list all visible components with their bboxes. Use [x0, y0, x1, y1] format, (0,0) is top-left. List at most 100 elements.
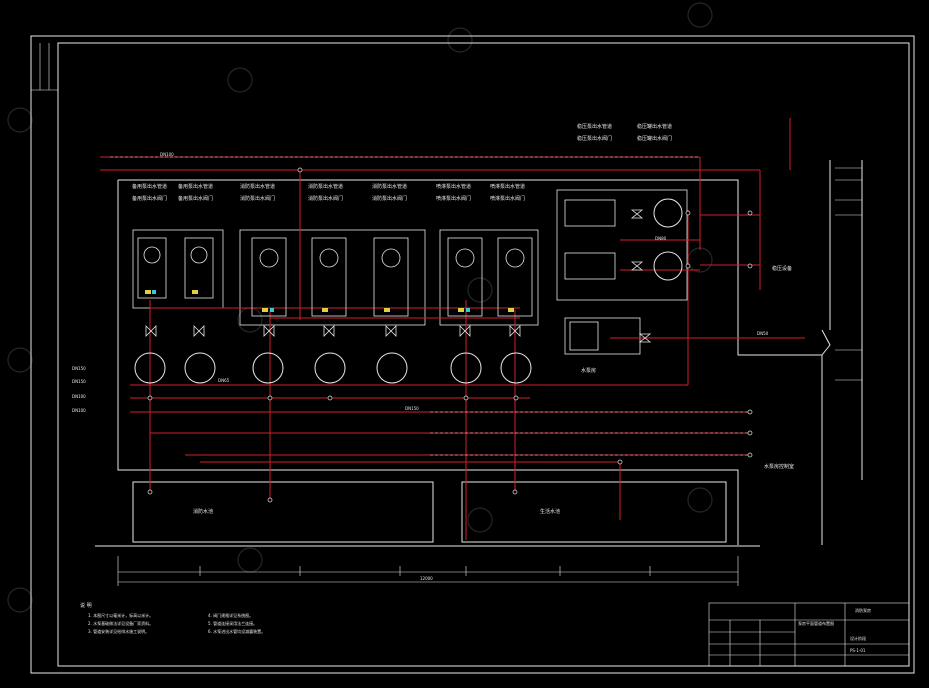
equipment-label: 稳压设备 — [772, 265, 792, 272]
pressure-tank — [653, 251, 683, 281]
note-line: 5. 管道连接采用法兰连接。 — [208, 620, 257, 626]
note-line: 6. 水泵进出水管均设减震装置。 — [208, 628, 265, 634]
drawing-name: 泵房平面管道布置图 — [798, 620, 834, 626]
room-outline — [95, 160, 863, 547]
dimension-line — [117, 556, 739, 586]
gate-valve-icon — [630, 209, 644, 219]
room-label: 水泵房 — [581, 367, 596, 374]
pump-circle — [500, 352, 532, 384]
drawing-number: PS-1-01 — [850, 648, 866, 653]
pump-circle — [252, 352, 284, 384]
sheet-label: 设计阶段 — [850, 635, 866, 641]
group-label: 喷淋泵出水阀门 — [490, 195, 525, 202]
group-label: 备用泵出水管道 — [178, 183, 213, 190]
nipic-logo-icon — [467, 507, 493, 533]
gate-valve-icon — [630, 261, 644, 271]
pump-housings — [132, 189, 688, 355]
pump-circle — [376, 352, 408, 384]
note-line: 4. 阀门规格详见系统图。 — [208, 612, 253, 618]
group-label: 消防泵出水管道 — [372, 183, 407, 190]
pipe-tag: DN80 — [655, 236, 667, 241]
pump-circle — [184, 352, 216, 384]
pump-circle — [134, 352, 166, 384]
right-side-grid — [835, 167, 862, 381]
labels: 备用泵出水管道 备用泵出水阀门 备用泵出水管道 备用泵出水阀门 消防泵出水管道 … — [72, 123, 794, 581]
nipic-logo-icon — [237, 547, 263, 573]
group-label: 喷淋泵出水管道 — [436, 183, 471, 190]
top-label: 稳压泵出水阀门 — [577, 135, 612, 142]
nipic-logo-icon — [7, 107, 33, 133]
gate-valve-icon — [193, 325, 205, 337]
watermark — [7, 2, 713, 613]
group-label: 备用泵出水阀门 — [178, 195, 213, 202]
group-label: 喷淋泵出水阀门 — [436, 195, 471, 202]
side-tag: DN150 — [72, 366, 86, 371]
gate-valve-icon — [509, 325, 521, 337]
group-label: 消防泵出水管道 — [240, 183, 275, 190]
pressure-tank — [653, 198, 683, 228]
note-line: 1. 本图尺寸以毫米计，标高以米计。 — [88, 612, 153, 618]
pipe-tag: DN50 — [757, 331, 769, 336]
nipic-logo-icon — [687, 2, 713, 28]
note-line: 2. 水泵基础做法详见设备厂家资料。 — [88, 620, 153, 626]
pump-unit — [373, 237, 409, 317]
note-line: 3. 管道安装详见给排水施工说明。 — [88, 628, 149, 634]
gate-valve-icon — [385, 325, 397, 337]
pump-unit — [569, 321, 599, 351]
dashed-pipes — [110, 156, 750, 456]
gate-valve-icon — [459, 325, 471, 337]
notes-title: 说 明 — [80, 602, 92, 609]
control-room-label: 水泵房控制室 — [764, 463, 794, 470]
pump-circle — [450, 352, 482, 384]
nipic-logo-icon — [687, 487, 713, 513]
red-pipes — [100, 118, 805, 540]
nipic-logo-icon — [447, 27, 473, 53]
inner-frame — [57, 42, 910, 667]
gate-valve-icon — [638, 333, 652, 343]
pump-unit — [564, 252, 616, 280]
gate-valve-icon — [323, 325, 335, 337]
pump-unit — [251, 237, 287, 317]
group-label: 备用泵出水阀门 — [132, 195, 167, 202]
side-strip — [31, 43, 58, 91]
top-label: 稳压罐出水管道 — [637, 123, 672, 130]
side-tag: DN100 — [72, 394, 86, 399]
nipic-logo-icon — [237, 307, 263, 333]
pump-unit — [184, 237, 214, 299]
project-name: 消防泵房 — [855, 607, 871, 613]
pump-unit — [497, 237, 533, 317]
junction-dots — [147, 167, 753, 503]
pipe-tag: DN65 — [218, 378, 230, 383]
tank-label: 生活水池 — [540, 508, 560, 515]
pipe-tag: DN150 — [405, 406, 419, 411]
nipic-logo-icon — [467, 277, 493, 303]
gate-valve-icon — [145, 325, 157, 337]
group-label: 消防泵出水阀门 — [308, 195, 343, 202]
side-tag: DN150 — [72, 379, 86, 384]
group-label: 消防泵出水管道 — [308, 183, 343, 190]
top-label: 稳压罐出水阀门 — [637, 135, 672, 142]
dimension-value: 12000 — [420, 576, 433, 581]
gate-valve-icon — [263, 325, 275, 337]
pump-units — [137, 199, 616, 351]
pump-unit — [311, 237, 347, 317]
pipe-tag: DN100 — [160, 152, 174, 157]
pump-unit — [137, 237, 167, 299]
nipic-logo-icon — [227, 67, 253, 93]
title-block — [708, 602, 910, 667]
nipic-logo-icon — [7, 347, 33, 373]
group-label: 消防泵出水阀门 — [240, 195, 275, 202]
nipic-logo-icon — [7, 587, 33, 613]
notes-block: 说 明 1. 本图尺寸以毫米计，标高以米计。 2. 水泵基础做法详见设备厂家资料… — [80, 602, 265, 634]
group-label: 喷淋泵出水管道 — [490, 183, 525, 190]
title-block-text: 消防泵房 泵房平面管道布置图 PS-1-01 设计阶段 — [798, 607, 871, 653]
pump-unit — [447, 237, 483, 317]
side-tag: DN100 — [72, 408, 86, 413]
valves — [145, 209, 652, 343]
tank-label: 消防水池 — [193, 508, 213, 515]
valve-accents — [145, 290, 514, 312]
pump-circle — [314, 352, 346, 384]
pump-circles — [134, 198, 683, 384]
outer-frame — [30, 35, 915, 674]
